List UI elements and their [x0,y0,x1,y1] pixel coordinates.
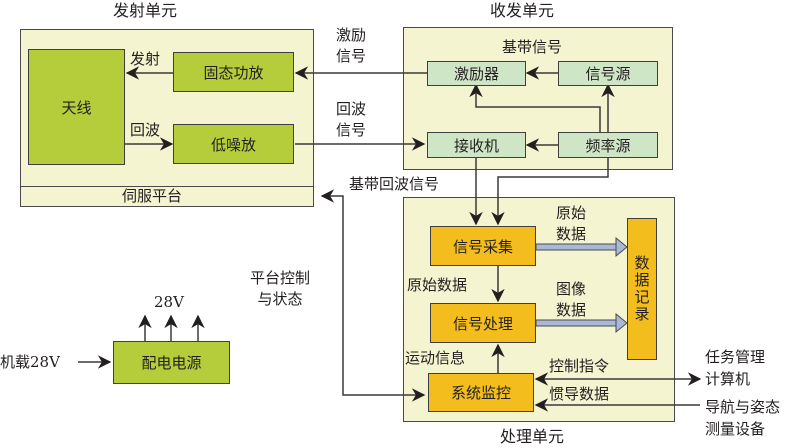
exciter-label: 激励器 [453,65,499,83]
nav-line1: 导航与姿态 [705,398,781,416]
excitation-signal-label: 激励 信号 [336,25,366,67]
system-monitor-block: 系统监控 [428,373,534,412]
wire-platform-control [320,189,426,402]
freq-source-block: 频率源 [558,132,658,158]
acquisition-label: 信号采集 [452,237,513,256]
servo-platform-bar [20,186,314,207]
lna-block: 低噪放 [173,124,294,164]
antenna-label: 天线 [61,98,92,117]
servo-platform-label: 伺服平台 [122,187,183,205]
label-echo: 回波 [130,121,161,139]
data-recorder-label: 数据记录 [632,255,651,323]
receiver-block: 接收机 [427,132,526,158]
signal-source-label: 信号源 [585,65,631,83]
raw-data-top-label: 原始 数据 [556,203,586,245]
mission-computer-line1: 任务管理 [705,348,766,366]
power-input-label: 机载28V [0,353,60,371]
ins-data-label: 惯导数据 [549,385,610,403]
receiver-label: 接收机 [453,136,499,155]
baseband-signal-label: 基带信号 [502,38,563,56]
processing-unit-title: 处理单元 [500,427,565,446]
raw-data-mid-label: 原始数据 [407,276,468,294]
exciter-block: 激励器 [427,61,526,86]
platform-control-label: 平台控制 与状态 [250,268,310,310]
baseband-echo-label: 基带回波信号 [349,175,440,193]
ssa-label: 固态功放 [203,63,264,82]
power-distribution-block: 配电电源 [113,341,230,384]
label-transmit: 发射 [130,50,161,68]
transceiver-unit-title: 收发单元 [490,1,555,20]
echo-line1: 回波 [336,100,367,118]
raw-data-top-line2: 数据 [556,225,587,243]
image-data-label: 图像 数据 [556,279,586,321]
excitation-line2: 信号 [336,47,367,65]
power-distribution-label: 配电电源 [141,354,202,372]
nav-device-label: 导航与姿态 测量设备 [705,396,780,440]
echo-signal-label: 回波 信号 [336,99,366,141]
echo-line2: 信号 [336,121,367,139]
wire-freq-to-acquisition [491,158,609,226]
nav-line2: 测量设备 [705,420,766,438]
ssa-block: 固态功放 [173,52,294,92]
excitation-line1: 激励 [336,26,367,44]
image-data-line1: 图像 [556,280,587,298]
wire-freq-to-exciter [469,83,601,132]
antenna-block: 天线 [28,49,125,165]
control-cmd-label: 控制指令 [549,357,610,375]
transmit-unit-title: 发射单元 [113,1,178,20]
platform-control-line1: 平台控制 [250,269,311,287]
image-data-line2: 数据 [556,301,587,319]
mission-computer-label: 任务管理 计算机 [705,346,765,390]
signal-processing-label: 信号处理 [452,314,513,333]
acquisition-block: 信号采集 [430,226,536,266]
raw-data-top-line1: 原始 [556,204,587,222]
lna-label: 低噪放 [210,135,256,154]
freq-source-label: 频率源 [585,136,631,155]
motion-info-label: 运动信息 [405,349,466,367]
signal-source-block: 信号源 [558,61,658,86]
platform-control-line2: 与状态 [257,290,303,308]
power-output-label: 28V [154,293,184,311]
signal-processing-block: 信号处理 [430,303,536,343]
system-monitor-label: 系统监控 [450,384,511,402]
data-recorder-block: 数据记录 [627,218,657,360]
mission-computer-line2: 计算机 [705,370,751,388]
